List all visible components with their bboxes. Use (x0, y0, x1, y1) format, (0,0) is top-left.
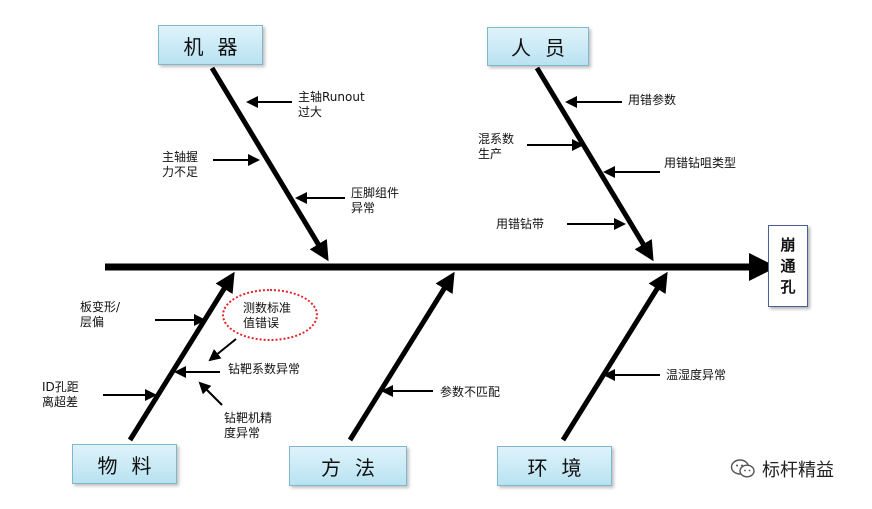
bone-people (534, 66, 654, 262)
highlight-ellipse (222, 289, 318, 341)
arrow-target-machine (198, 381, 223, 406)
cause-target-machine: 钻靶机精 度异常 (224, 411, 273, 440)
cause-measure-std: 测数标准 值错误 (243, 301, 292, 330)
category-method: 方法 (289, 446, 407, 486)
category-environment: 环境 (497, 446, 612, 486)
cause-wrong-tape: 用错钻带 (496, 217, 545, 231)
cause-board-warp: 板变形/ 层偏 (80, 300, 121, 329)
watermark: 标杆精益 (730, 456, 834, 482)
cause-temp-humidity: 温湿度异常 (666, 368, 727, 382)
cause-presser-foot: 压脚组件 异常 (351, 186, 400, 215)
cause-id-hole-dist: ID孔距 离超差 (42, 380, 79, 409)
category-machine: 机器 (158, 25, 263, 65)
cause-target-coeff: 钻靶系数异常 (228, 362, 301, 376)
bone-machine (209, 66, 329, 262)
watermark-text: 标杆精益 (762, 460, 834, 481)
bone-method (347, 271, 455, 442)
bone-material (127, 271, 235, 442)
effect-box: 崩通孔 (768, 225, 808, 307)
cause-param-mismatch: 参数不匹配 (440, 385, 501, 399)
category-people: 人员 (487, 27, 589, 66)
category-material: 物料 (72, 444, 177, 484)
bone-environment (560, 271, 668, 442)
cause-wrong-bit-type: 用错钻咀类型 (664, 156, 737, 170)
cause-spindle-grip: 主轴握 力不足 (162, 150, 199, 179)
cause-mixed-coeff: 混系数 生产 (478, 132, 515, 161)
cause-spindle-runout: 主轴Runout 过大 (298, 90, 365, 119)
effect-label: 崩通孔 (780, 235, 796, 296)
cause-wrong-params: 用错参数 (628, 93, 677, 107)
wechat-icon (730, 459, 755, 478)
arrow-measure-std (208, 338, 237, 362)
